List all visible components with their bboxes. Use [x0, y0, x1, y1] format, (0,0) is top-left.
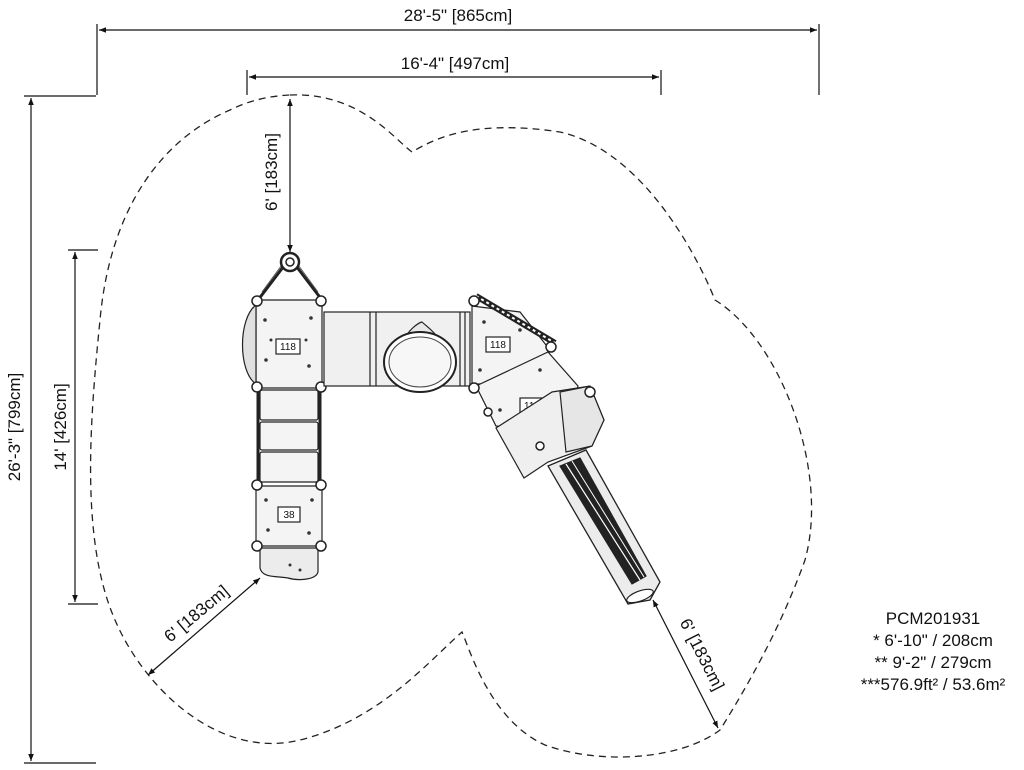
slide-hood	[559, 385, 605, 453]
structure-width-label: 16'-4" [497cm]	[401, 54, 510, 73]
step-deck-tag: 38	[283, 510, 295, 521]
structure-depth-label: 14' [426cm]	[51, 383, 70, 470]
left-deck-tag: 118	[280, 342, 296, 353]
left-deck-holes	[263, 316, 313, 368]
structure-width-dimension: 16'-4" [497cm]	[246, 54, 662, 95]
overall-width-label: 28'-5" [865cm]	[404, 6, 513, 25]
height-spec-1: * 6'-10" / 208cm	[873, 631, 993, 650]
step-deck-holes	[264, 498, 314, 572]
overall-depth-label: 26'-3" [799cm]	[5, 373, 24, 482]
top-clearance-dimension: 6' [183cm]	[262, 99, 293, 252]
area-spec: ***576.9ft² / 53.6m²	[860, 675, 1006, 694]
step-2	[259, 421, 319, 451]
step-deck-tag-box	[277, 506, 301, 523]
left-deck-tag-box	[275, 338, 301, 355]
right-deck-tag: 118	[490, 340, 506, 351]
model-number: PCM201931	[885, 609, 981, 628]
step-3	[259, 451, 319, 483]
left-posts	[251, 295, 327, 552]
top-clearance-label: 6' [183cm]	[262, 133, 281, 211]
left-clearance-dimension: 6' [183cm]	[147, 577, 261, 676]
model-info: PCM201931 * 6'-10" / 208cm ** 9'-2" / 27…	[842, 608, 1024, 696]
ring-climber	[256, 251, 324, 301]
step-1	[259, 389, 319, 421]
play-structure: 118 38	[241, 251, 661, 605]
slide	[547, 449, 661, 605]
left-side-panel	[241, 303, 257, 386]
overall-width-dimension: 28'-5" [865cm]	[96, 6, 820, 95]
use-zone-outline	[89, 94, 813, 758]
right-deck-holes	[478, 320, 522, 372]
right-posts	[468, 295, 596, 451]
entry-lip	[259, 547, 319, 581]
left-clearance-label: 6' [183cm]	[161, 581, 233, 646]
slide-clearance-label: 6' [183cm]	[676, 615, 728, 693]
structure-depth-dimension: 14' [426cm]	[51, 249, 98, 605]
right-guardrail	[474, 293, 557, 346]
right-deck-tag-box	[485, 336, 511, 353]
slide-clearance-dimension: 6' [183cm]	[652, 599, 728, 729]
overall-depth-dimension: 26'-3" [799cm]	[5, 95, 96, 764]
height-spec-2: ** 9'-2" / 279cm	[874, 653, 992, 672]
